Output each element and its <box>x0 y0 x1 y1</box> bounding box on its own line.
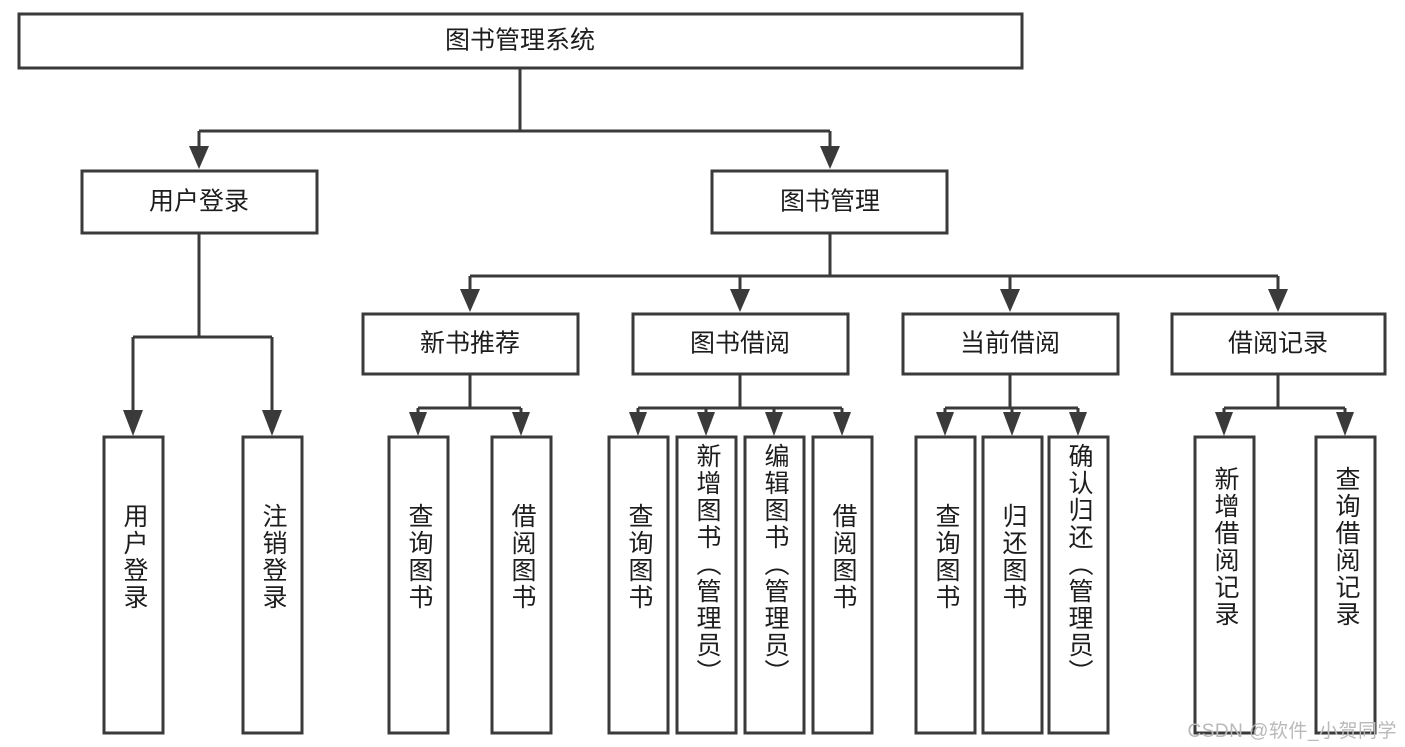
arrow-head-leaf-query-book-1 <box>409 412 427 436</box>
arrow-head-leaf-query-book-2 <box>629 412 647 436</box>
connector-group-borrow-record <box>1215 375 1354 436</box>
arrow-head-borrow-record <box>1268 289 1288 312</box>
connector-group-book-management <box>460 233 1288 312</box>
node-user-login-box[interactable] <box>80 169 319 235</box>
node-leaf-edit-book-box[interactable] <box>743 435 806 735</box>
arrow-head-leaf-query-record <box>1336 412 1354 436</box>
node-book-management[interactable]: 图书管理 <box>710 169 949 235</box>
node-root-label: 图书管理系统 <box>445 27 595 55</box>
node-current-borrow-box[interactable] <box>901 312 1120 376</box>
node-leaf-logout-login-box[interactable] <box>241 435 304 735</box>
connector-group-root <box>189 68 840 169</box>
arrow-head-leaf-borrow-book-1 <box>512 412 530 436</box>
node-leaf-add-record-box[interactable] <box>1193 435 1256 735</box>
connector-group-current-borrow <box>936 375 1087 436</box>
arrow-head-leaf-add-book <box>697 412 715 436</box>
node-user-login[interactable]: 用户登录 <box>80 169 319 235</box>
arrow-head-leaf-edit-book <box>765 412 783 436</box>
node-new-book-recommend-box[interactable] <box>361 312 580 376</box>
node-book-management-box[interactable] <box>710 169 949 235</box>
node-new-book-recommend-label: 新书推荐 <box>420 330 520 358</box>
node-book-borrow-box[interactable] <box>631 312 850 376</box>
node-book-borrow[interactable]: 图书借阅 <box>631 312 850 376</box>
node-current-borrow-label: 当前借阅 <box>960 330 1060 358</box>
node-leaf-query-book-2-box[interactable] <box>607 435 670 735</box>
node-book-borrow-label: 图书借阅 <box>690 330 790 358</box>
node-new-book-recommend[interactable]: 新书推荐 <box>361 312 580 376</box>
arrow-head-leaf-logout-login <box>262 410 282 436</box>
connector-group-new-book-recommend <box>409 375 530 436</box>
arrow-head-book-management <box>820 146 840 169</box>
connector-group-user-login <box>123 233 282 436</box>
csdn-watermark: CSDN @软件_小贺同学 <box>1187 721 1397 742</box>
node-root[interactable]: 图书管理系统 <box>17 12 1024 70</box>
node-leaf-borrow-book-1-box[interactable] <box>490 435 553 735</box>
arrow-head-leaf-query-book-3 <box>936 412 954 436</box>
node-leaf-borrow-book-2-box[interactable] <box>811 435 874 735</box>
node-borrow-record-box[interactable] <box>1170 312 1387 376</box>
node-leaf-add-book-box[interactable] <box>675 435 738 735</box>
arrow-head-current-borrow <box>1000 289 1020 312</box>
arrow-head-user-login <box>189 146 209 169</box>
arrow-head-leaf-return-book <box>1003 412 1021 436</box>
arrow-head-leaf-add-record <box>1215 412 1233 436</box>
node-book-management-label: 图书管理 <box>780 188 880 216</box>
connector-group-book-borrow <box>629 375 851 436</box>
node-borrow-record[interactable]: 借阅记录 <box>1170 312 1387 376</box>
node-leaf-query-book-1-box[interactable] <box>387 435 450 735</box>
node-leaf-query-book-3-box[interactable] <box>914 435 977 735</box>
arrow-head-leaf-borrow-book-2 <box>833 412 851 436</box>
arrow-head-book-borrow <box>730 289 750 312</box>
node-current-borrow[interactable]: 当前借阅 <box>901 312 1120 376</box>
arrow-head-new-book-recommend <box>460 289 480 312</box>
node-leaf-query-record-box[interactable] <box>1314 435 1377 735</box>
node-root-box[interactable] <box>17 12 1024 70</box>
arrow-head-leaf-confirm-return <box>1069 412 1087 436</box>
node-leaf-confirm-return-box[interactable] <box>1047 435 1110 735</box>
node-user-login-label: 用户登录 <box>149 188 249 216</box>
arrow-head-leaf-user-login <box>123 410 143 436</box>
node-leaf-user-login-box[interactable] <box>102 435 165 735</box>
node-leaf-return-book-box[interactable] <box>981 435 1044 735</box>
node-borrow-record-label: 借阅记录 <box>1228 330 1328 358</box>
